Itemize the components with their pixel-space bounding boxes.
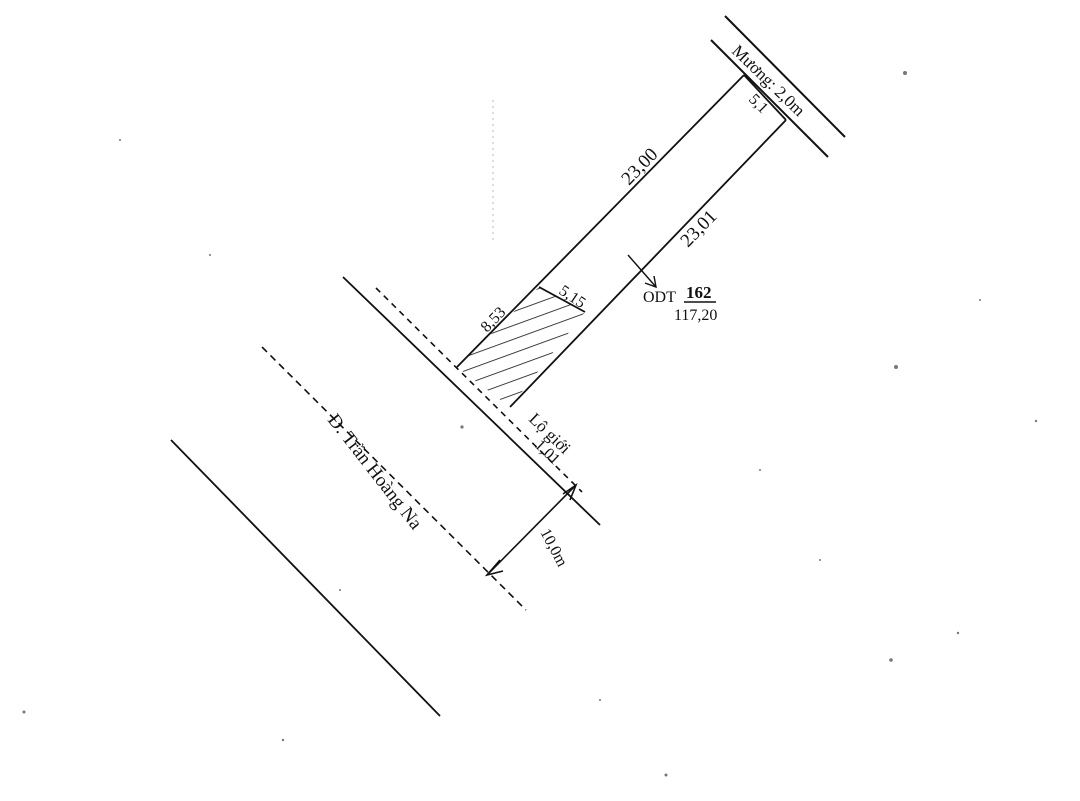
parcel-type-label: ODT bbox=[643, 289, 676, 306]
road-width-arrowhead-top-icon bbox=[562, 482, 578, 501]
right-side-length-label: 23,01 bbox=[676, 206, 721, 251]
road-far-edge-line bbox=[170, 439, 441, 717]
parcel-rear-edge bbox=[743, 74, 787, 121]
road-edge-line bbox=[342, 276, 601, 526]
road-width-dimension-line bbox=[486, 484, 577, 576]
road-width-arrowhead-icon bbox=[484, 559, 504, 577]
canal-outer-line bbox=[724, 15, 846, 138]
parcel-leader-arrow-icon bbox=[644, 275, 657, 289]
setback-hatched-area bbox=[457, 287, 585, 407]
canal-label: Mương: 2,0m bbox=[728, 41, 809, 120]
parcel-right-side bbox=[509, 119, 787, 408]
left-side-length-label: 23,00 bbox=[617, 144, 662, 189]
parcel-area-label: 117,20 bbox=[674, 307, 717, 324]
canal-inner-line bbox=[710, 39, 829, 158]
parcel-number-label: 162 bbox=[686, 283, 712, 302]
canal-width-label: 5,1 bbox=[745, 91, 771, 117]
setback-dashed-line bbox=[375, 287, 583, 493]
road-name-label: Đ. Trần Hoàng Na bbox=[323, 410, 426, 534]
road-centre-dashed-line bbox=[261, 346, 527, 611]
parcel-leader-line bbox=[627, 254, 657, 288]
parcel-left-side bbox=[456, 74, 745, 368]
road-width-label: 10,0m bbox=[536, 526, 570, 570]
setback-inner-edge bbox=[538, 286, 586, 313]
scan-noise bbox=[22, 71, 1038, 777]
